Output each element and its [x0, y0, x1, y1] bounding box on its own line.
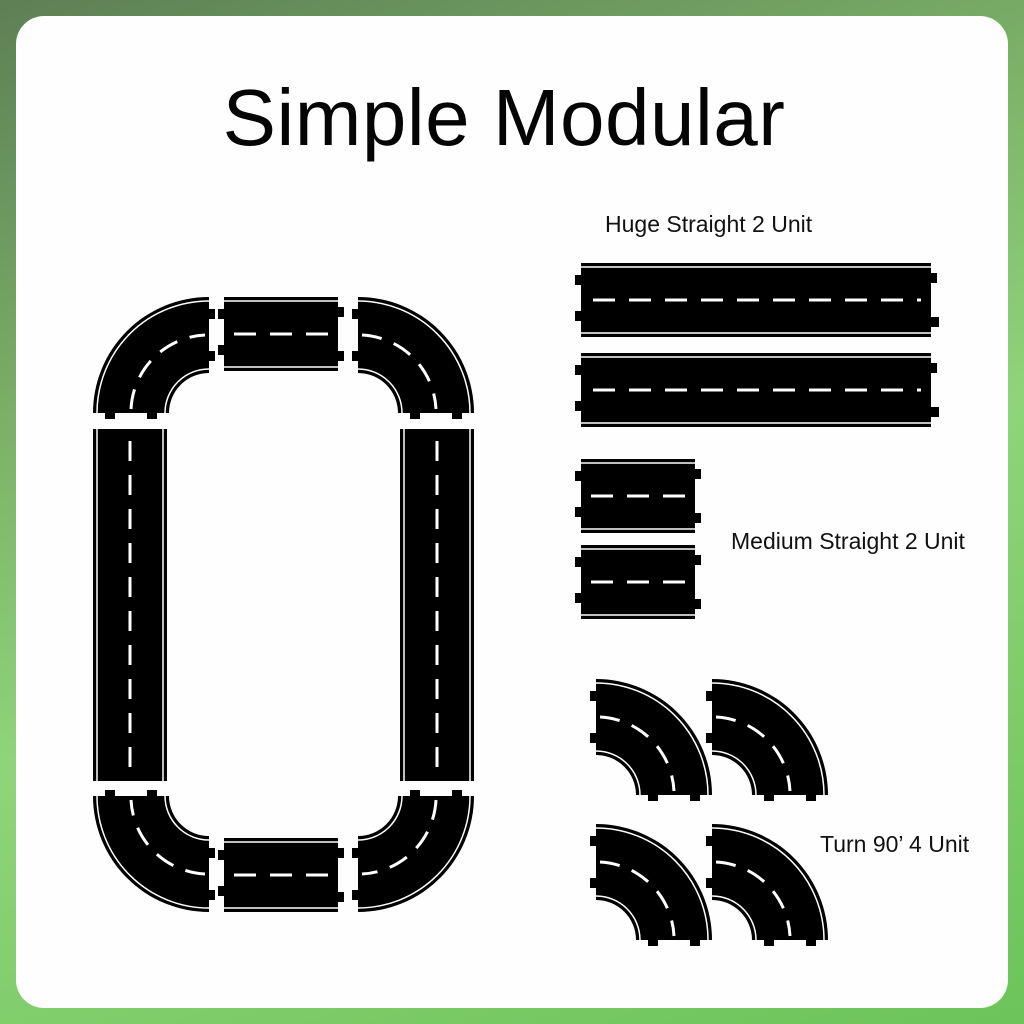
- page-title: Simple Modular: [222, 73, 786, 162]
- label-huge-straight: Huge Straight 2 Unit: [605, 211, 813, 237]
- huge-straight-pieces: [573, 261, 941, 429]
- label-medium-straight: Medium Straight 2 Unit: [731, 528, 965, 554]
- label-turn-90: Turn 90’ 4 Unit: [820, 831, 970, 857]
- turn-pieces: [588, 677, 830, 948]
- oval-track: [91, 295, 476, 914]
- medium-straight-pieces: [573, 457, 703, 621]
